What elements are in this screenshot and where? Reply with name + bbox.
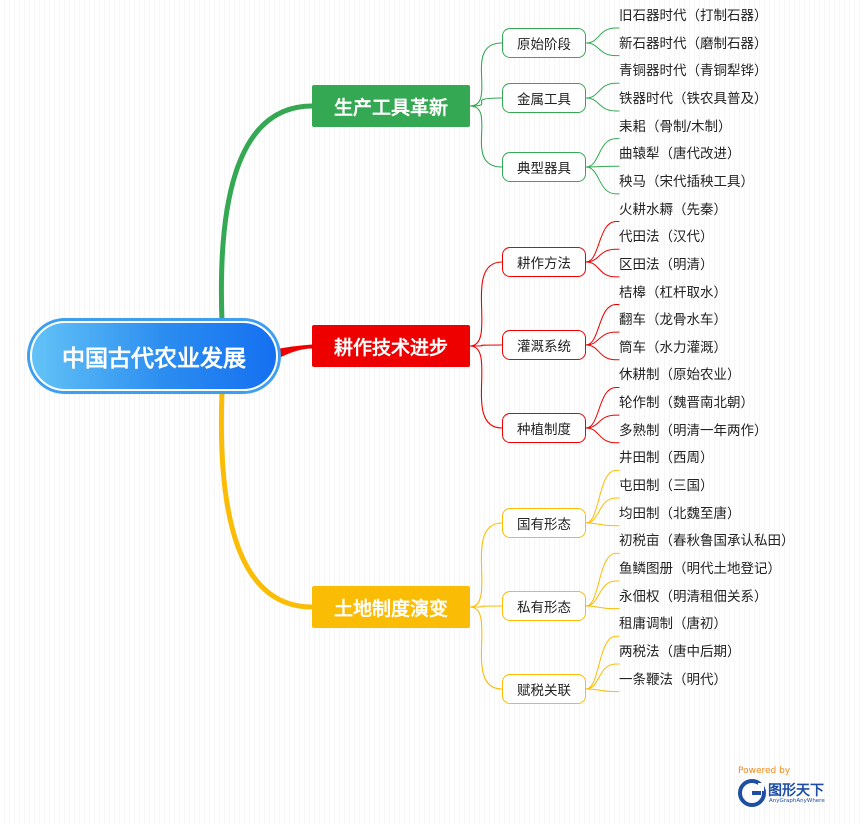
root-topic[interactable]: 中国古代农业发展 bbox=[30, 321, 278, 391]
leaf-topic[interactable]: 休耕制（原始农业） bbox=[619, 367, 741, 384]
leaf-topic[interactable]: 铁器时代（铁农具普及） bbox=[619, 90, 768, 107]
sub-topic-label: 原始阶段 bbox=[517, 37, 571, 53]
leaf-topic[interactable]: 井田制（西周） bbox=[619, 450, 714, 467]
leaf-topic[interactable]: 多熟制（明清一年两作） bbox=[619, 422, 768, 439]
sub-topic[interactable]: 国有形态 bbox=[502, 508, 586, 538]
sub-topic-label: 私有形态 bbox=[517, 600, 571, 616]
branch-topic[interactable]: 土地制度演变 bbox=[312, 586, 470, 628]
sub-topic[interactable]: 金属工具 bbox=[502, 83, 586, 113]
sub-topic[interactable]: 赋税关联 bbox=[502, 674, 586, 704]
leaf-topic[interactable]: 永佃权（明清租佃关系） bbox=[619, 588, 768, 605]
leaf-topic[interactable]: 曲辕犁（唐代改进） bbox=[619, 146, 741, 163]
sub-topic[interactable]: 种植制度 bbox=[502, 413, 586, 443]
leaf-topic[interactable]: 鱼鳞图册（明代土地登记） bbox=[619, 561, 781, 577]
sub-topic[interactable]: 耕作方法 bbox=[502, 247, 586, 277]
branch-topic-label: 耕作技术进步 bbox=[333, 336, 448, 359]
brand-powered-text: Powered by bbox=[738, 766, 791, 776]
leaf-topic[interactable]: 桔槔（杠杆取水） bbox=[619, 284, 727, 301]
brand-subtitle: AnyGraphAnyWhere bbox=[769, 798, 825, 804]
sub-topic-label: 金属工具 bbox=[517, 92, 571, 108]
leaf-topic[interactable]: 旧石器时代（打制石器） bbox=[619, 8, 768, 24]
sub-topic-label: 耕作方法 bbox=[517, 256, 571, 272]
brand-watermark: Powered by 图形天下 AnyGraphAnyWhere bbox=[738, 766, 838, 812]
leaf-topic[interactable]: 区田法（明清） bbox=[619, 256, 714, 273]
leaf-topic[interactable]: 屯田制（三国） bbox=[619, 478, 714, 495]
leaf-topic[interactable]: 秧马（宋代插秧工具） bbox=[619, 173, 754, 190]
leaf-topic[interactable]: 火耕水耨（先秦） bbox=[619, 201, 727, 218]
sub-topic-label: 典型器具 bbox=[517, 161, 571, 177]
leaf-topic[interactable]: 翻车（龙骨水车） bbox=[619, 312, 727, 329]
branch-topic[interactable]: 耕作技术进步 bbox=[312, 325, 470, 367]
branch-topic[interactable]: 生产工具革新 bbox=[312, 85, 470, 127]
sub-topic-label: 赋税关联 bbox=[517, 683, 571, 699]
leaf-topic[interactable]: 一条鞭法（明代） bbox=[619, 671, 727, 688]
leaf-topic[interactable]: 青铜器时代（青铜犁铧） bbox=[619, 63, 768, 80]
leaf-topic[interactable]: 初税亩（春秋鲁国承认私田） bbox=[619, 533, 795, 550]
leaf-topic[interactable]: 租庸调制（唐初） bbox=[619, 616, 727, 633]
sub-topic-label: 灌溉系统 bbox=[517, 339, 571, 355]
leaf-topic[interactable]: 新石器时代（磨制石器） bbox=[619, 35, 768, 52]
sub-topic-label: 国有形态 bbox=[517, 517, 571, 533]
sub-topic-label: 种植制度 bbox=[517, 422, 571, 438]
leaf-topic[interactable]: 均田制（北魏至唐） bbox=[619, 505, 741, 522]
root-topic-label: 中国古代农业发展 bbox=[62, 346, 246, 372]
sub-topic[interactable]: 灌溉系统 bbox=[502, 330, 586, 360]
leaf-topic[interactable]: 代田法（汉代） bbox=[619, 229, 714, 246]
leaf-topic[interactable]: 两税法（唐中后期） bbox=[619, 643, 741, 660]
leaf-topic[interactable]: 轮作制（魏晋南北朝） bbox=[619, 395, 754, 412]
sub-topic[interactable]: 私有形态 bbox=[502, 591, 586, 621]
leaf-topic[interactable]: 耒耜（骨制/木制） bbox=[619, 118, 732, 135]
sub-topic[interactable]: 原始阶段 bbox=[502, 28, 586, 58]
leaf-topic[interactable]: 筒车（水力灌溉） bbox=[619, 339, 727, 356]
brand-name: 图形天下 bbox=[768, 783, 824, 799]
branch-topic-label: 生产工具革新 bbox=[333, 96, 448, 119]
brand-logo-icon bbox=[738, 779, 766, 807]
branch-topic-label: 土地制度演变 bbox=[333, 597, 448, 620]
sub-topic[interactable]: 典型器具 bbox=[502, 152, 586, 182]
